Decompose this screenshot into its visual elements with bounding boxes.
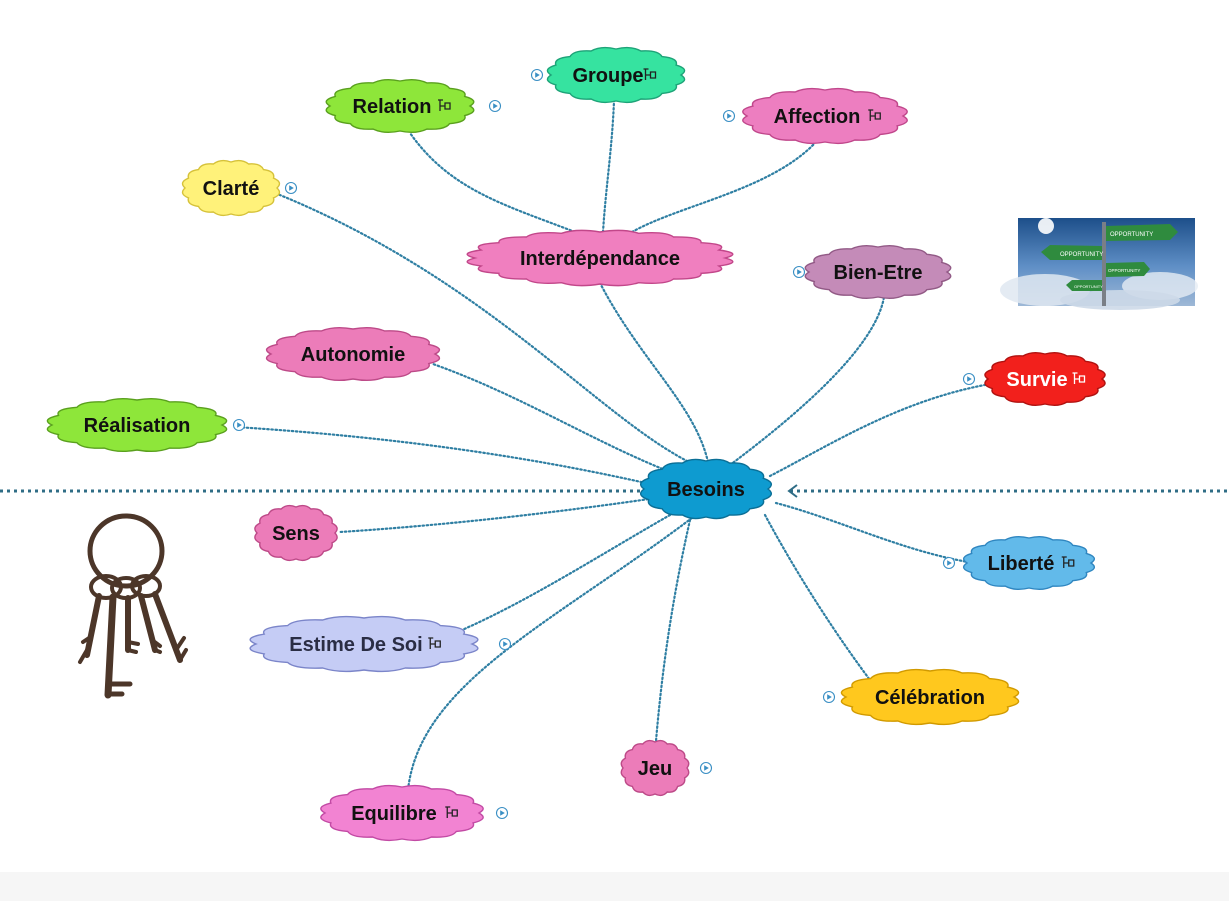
affection-expand-marker-icon[interactable] bbox=[722, 109, 736, 123]
topic-realisation[interactable]: Réalisation bbox=[46, 397, 228, 453]
cloud-shape bbox=[265, 326, 441, 382]
jeu-label: Jeu bbox=[638, 758, 672, 780]
connector-autonomie bbox=[431, 362, 672, 474]
connector-realisation bbox=[234, 425, 652, 486]
bien-etre-expand-marker-icon[interactable] bbox=[792, 265, 806, 279]
topic-liberte[interactable]: Liberté bbox=[962, 535, 1096, 591]
central-label: Besoins bbox=[667, 479, 745, 501]
connectors bbox=[234, 99, 992, 792]
cloud-shape bbox=[840, 668, 1020, 726]
celebration-label: Célébration bbox=[875, 687, 985, 709]
connector-jeu bbox=[654, 518, 692, 743]
bottom-status-strip bbox=[0, 872, 1229, 901]
affection-subtopic-icon bbox=[868, 109, 881, 121]
jeu-expand-marker-icon[interactable] bbox=[699, 761, 713, 775]
separator-arrow-icon bbox=[787, 484, 798, 498]
cloud-shape bbox=[804, 244, 952, 300]
connector-bien-etre bbox=[728, 295, 886, 467]
equilibre-subtopic-icon bbox=[445, 806, 458, 818]
interdependance-label: Interdépendance bbox=[520, 248, 680, 270]
clarte-label: Clarté bbox=[203, 178, 260, 200]
central-topic-besoins[interactable]: Besoins bbox=[639, 458, 773, 520]
clarte-expand-marker-icon[interactable] bbox=[284, 181, 298, 195]
topic-interdependance[interactable]: Interdépendance bbox=[466, 229, 734, 287]
topic-clarte[interactable]: Clarté bbox=[181, 159, 281, 217]
svg-text:OPPORTUNITY: OPPORTUNITY bbox=[1074, 284, 1103, 289]
connector-estime bbox=[460, 513, 672, 632]
topic-jeu[interactable]: Jeu bbox=[620, 739, 690, 797]
cloud-shape bbox=[325, 78, 475, 134]
topic-groupe[interactable]: Groupe bbox=[546, 46, 686, 104]
cloud-shape bbox=[620, 739, 690, 797]
connector-groupe bbox=[601, 99, 616, 234]
cloud-shape bbox=[962, 535, 1096, 591]
celebration-expand-marker-icon[interactable] bbox=[822, 690, 836, 704]
equilibre-expand-marker-icon[interactable] bbox=[495, 806, 509, 820]
topic-estime[interactable]: Estime De Soi bbox=[249, 615, 479, 673]
groupe-label: Groupe bbox=[572, 65, 643, 87]
survie-subtopic-icon bbox=[1072, 372, 1086, 384]
cloud-shape bbox=[546, 46, 686, 104]
estime-subtopic-icon bbox=[428, 637, 441, 649]
liberte-expand-marker-icon[interactable] bbox=[942, 556, 956, 570]
connector-affection bbox=[630, 141, 817, 234]
connector-relation bbox=[408, 131, 577, 234]
cloud-shape bbox=[254, 504, 338, 562]
topic-affection[interactable]: Affection bbox=[742, 87, 908, 145]
svg-text:OPPORTUNITY: OPPORTUNITY bbox=[1060, 252, 1103, 258]
opportunity-signpost-image: OPPORTUNITY OPPORTUNITY OPPORTUNITY OPPO… bbox=[1000, 218, 1198, 310]
topic-survie[interactable]: Survie bbox=[984, 351, 1106, 407]
autonomie-label: Autonomie bbox=[301, 344, 405, 366]
affection-label: Affection bbox=[774, 106, 861, 128]
realisation-expand-marker-icon[interactable] bbox=[232, 418, 246, 432]
keyring-image bbox=[78, 513, 188, 699]
estime-label: Estime De Soi bbox=[289, 634, 422, 656]
connector-celebration bbox=[763, 513, 872, 682]
topic-autonomie[interactable]: Autonomie bbox=[265, 326, 441, 382]
topic-celebration[interactable]: Célébration bbox=[840, 668, 1020, 726]
cloud-shape bbox=[181, 159, 281, 217]
topic-relation[interactable]: Relation bbox=[325, 78, 475, 134]
realisation-label: Réalisation bbox=[84, 415, 191, 437]
cloud-shape bbox=[320, 784, 484, 842]
liberte-subtopic-icon bbox=[1061, 556, 1075, 568]
cloud-shape bbox=[46, 397, 228, 453]
cloud-shape bbox=[639, 458, 773, 520]
relation-subtopic-icon bbox=[438, 99, 451, 111]
relation-expand-marker-icon[interactable] bbox=[488, 99, 502, 113]
topic-sens[interactable]: Sens bbox=[254, 504, 338, 562]
svg-text:OPPORTUNITY: OPPORTUNITY bbox=[1110, 232, 1153, 238]
cloud-shape bbox=[466, 229, 734, 287]
cloud-shape bbox=[984, 351, 1106, 407]
connector-interdependance bbox=[598, 281, 710, 464]
liberte-label: Liberté bbox=[988, 553, 1055, 575]
bien-etre-label: Bien-Etre bbox=[834, 262, 923, 284]
cloud-shape bbox=[742, 87, 908, 145]
groupe-expand-marker-icon[interactable] bbox=[530, 68, 544, 82]
connector-sens bbox=[338, 496, 658, 534]
nodes-layer: Interdépendance Relation GroupeAffectionCl… bbox=[46, 46, 1106, 842]
connector-liberte bbox=[774, 501, 970, 564]
connector-clarte bbox=[273, 191, 697, 467]
connector-survie bbox=[768, 382, 992, 478]
cloud-shape bbox=[249, 615, 479, 673]
relation-label: Relation bbox=[353, 96, 432, 118]
survie-label: Survie bbox=[1006, 369, 1067, 391]
survie-expand-marker-icon[interactable] bbox=[962, 372, 976, 386]
svg-text:OPPORTUNITY: OPPORTUNITY bbox=[1108, 268, 1140, 273]
equilibre-label: Equilibre bbox=[351, 803, 437, 825]
topic-equilibre[interactable]: Equilibre bbox=[320, 784, 484, 842]
topic-bien-etre[interactable]: Bien-Etre bbox=[804, 244, 952, 300]
sens-label: Sens bbox=[272, 523, 320, 545]
groupe-subtopic-icon bbox=[643, 68, 657, 80]
estime-expand-marker-icon[interactable] bbox=[498, 637, 512, 651]
